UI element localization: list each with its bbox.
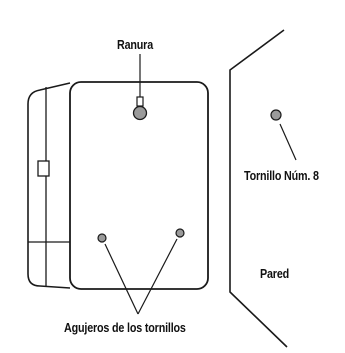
screw-hole-right-icon [176,229,184,237]
controller-side-panel [28,83,70,288]
slot-hole-icon [134,107,147,120]
wall-label: Pared [260,267,289,281]
slot-label: Ranura [117,38,153,52]
wall-screw-icon [271,110,281,120]
wall-screw-leader-line [280,124,296,160]
wall-outline [230,30,287,347]
screw-holes-label: Agujeros de los tornillos [64,321,186,335]
screw-hole-left-icon [98,234,106,242]
side-latch [38,161,49,176]
screw-label: Tornillo Núm. 8 [244,169,319,183]
slot-notch [137,97,143,106]
